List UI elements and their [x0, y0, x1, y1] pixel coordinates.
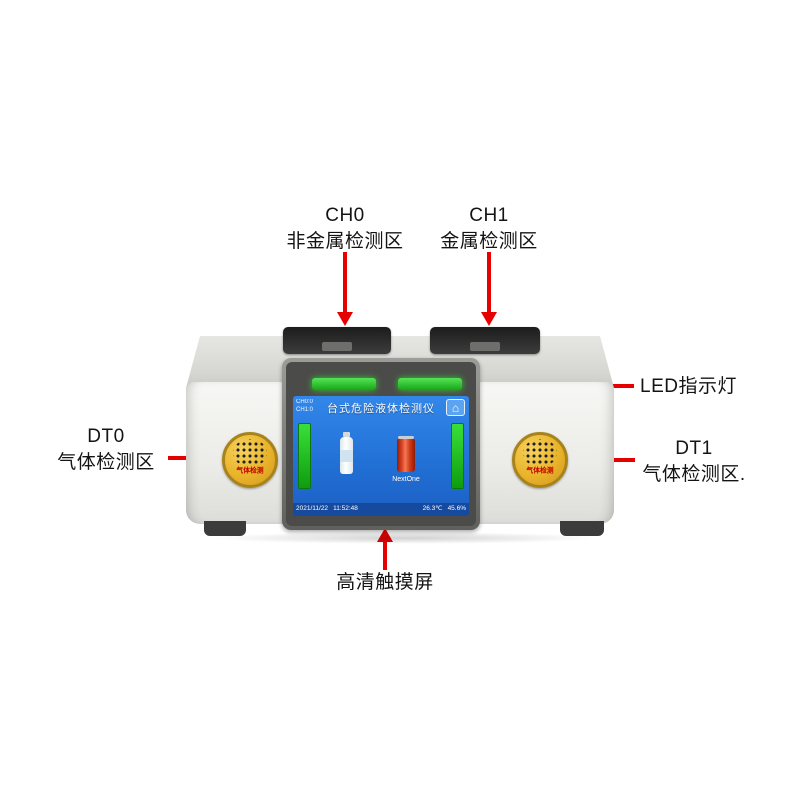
status-humidity: 45.6% [447, 505, 466, 513]
product-name-label: NextOne [392, 476, 420, 483]
sensor-label: 气体检测 [526, 466, 554, 475]
bottle-image [339, 432, 354, 476]
status-temperature: 26.3℃ [422, 505, 443, 513]
label-touchscreen-text: 高清触摸屏 [336, 572, 434, 593]
label-ch0: CH0 非金属检测区 [265, 203, 425, 254]
detection-slot-ch0 [283, 327, 391, 354]
can-top [398, 436, 414, 439]
sensor-grille-icon [233, 439, 267, 466]
channel-ch0-value: CH0:0 [296, 399, 314, 405]
bottle-cap [343, 432, 350, 437]
channel-readout: CH0:0 CH1:0 [296, 398, 313, 414]
touchscreen-arrow-line [383, 542, 387, 570]
device-foot-left [204, 521, 246, 536]
device-shadow [210, 532, 600, 544]
label-dt1-title: DT1 [675, 438, 713, 459]
ch0-arrowhead-icon [337, 312, 353, 326]
status-bar: 2021/11/22 11:52:48 26.3℃ 45.6% [293, 503, 469, 516]
label-touchscreen: 高清触摸屏 [305, 570, 465, 596]
touchscreen-arrowhead-icon [377, 528, 393, 542]
touchscreen-display: CH0:0 CH1:0 台式危险液体检测仪 ⌂ NextOne 2021/11/… [293, 396, 469, 516]
status-datetime: 2021/11/22 11:52:48 [296, 506, 358, 513]
ch1-arrow-line [487, 252, 491, 312]
can-image [397, 436, 415, 472]
label-ch1-title: CH1 [469, 205, 509, 226]
bottle-body [340, 437, 353, 474]
ch0-arrow-line [343, 252, 347, 312]
label-ch0-subtitle: 非金属检测区 [286, 230, 404, 252]
slot-tab [470, 342, 500, 351]
detection-slot-ch1 [430, 327, 540, 354]
status-date: 2021/11/22 [296, 505, 329, 513]
gas-sensor-dt0: 气体检测 [222, 432, 278, 488]
status-environment: 26.3℃ 45.6% [423, 506, 466, 513]
label-ch1: CH1 金属检测区 [409, 203, 569, 254]
level-bar-left [298, 423, 311, 489]
gas-sensor-dt1: 气体检测 [512, 432, 568, 488]
bottle-label [340, 450, 353, 462]
ch1-arrowhead-icon [481, 312, 497, 326]
home-icon: ⌂ [446, 399, 465, 416]
led-indicator-left [312, 378, 376, 390]
slot-tab [322, 342, 352, 351]
device-foot-right [560, 521, 604, 536]
label-ch0-title: CH0 [325, 205, 365, 226]
label-dt1-subtitle: 气体检测区. [642, 463, 746, 485]
label-dt0-subtitle: 气体检测区 [57, 451, 155, 473]
level-bar-right [451, 423, 464, 489]
label-dt0-title: DT0 [87, 426, 125, 447]
label-dt1: DT1 气体检测区. [614, 436, 774, 487]
led-indicator-right [398, 378, 462, 390]
label-dt0: DT0 气体检测区 [30, 424, 182, 475]
screen-panel: CH0:0 CH1:0 台式危险液体检测仪 ⌂ NextOne 2021/11/… [282, 358, 480, 530]
status-time: 11:52:48 [333, 505, 358, 513]
screen-title: 台式危险液体检测仪 [327, 403, 435, 415]
sensor-grille-icon [523, 439, 557, 466]
label-ch1-subtitle: 金属检测区 [440, 230, 538, 252]
label-led-text: LED指示灯 [640, 376, 737, 397]
label-led: LED指示灯 [640, 374, 737, 400]
sensor-label: 气体检测 [236, 466, 264, 475]
channel-ch1-value: CH1:0 [296, 407, 314, 414]
